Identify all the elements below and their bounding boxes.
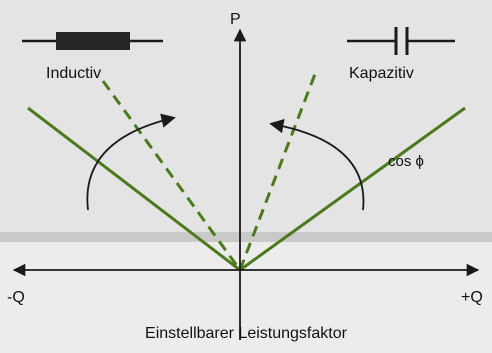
capacitive-label: Kapazitiv xyxy=(349,65,414,82)
inductive-rotation-arrow xyxy=(86,113,176,211)
capacitive-rotation-arrow xyxy=(269,119,365,211)
pos-q-label: +Q xyxy=(461,289,483,306)
inductor-symbol-icon xyxy=(22,32,163,50)
divider-band xyxy=(0,232,492,242)
neg-q-label: -Q xyxy=(7,289,25,306)
inductive-label: Inductiv xyxy=(46,65,101,82)
inductive-dashed-line xyxy=(101,80,242,271)
lower-background xyxy=(0,242,492,353)
inductive-limit-line xyxy=(27,106,241,272)
caption: Einstellbarer Leistungsfaktor xyxy=(145,325,348,342)
capacitor-symbol-icon xyxy=(347,27,455,55)
p-axis-label: P xyxy=(230,11,241,28)
cos-phi-label: cos ϕ xyxy=(388,153,424,170)
capacitive-limit-line xyxy=(239,106,466,272)
